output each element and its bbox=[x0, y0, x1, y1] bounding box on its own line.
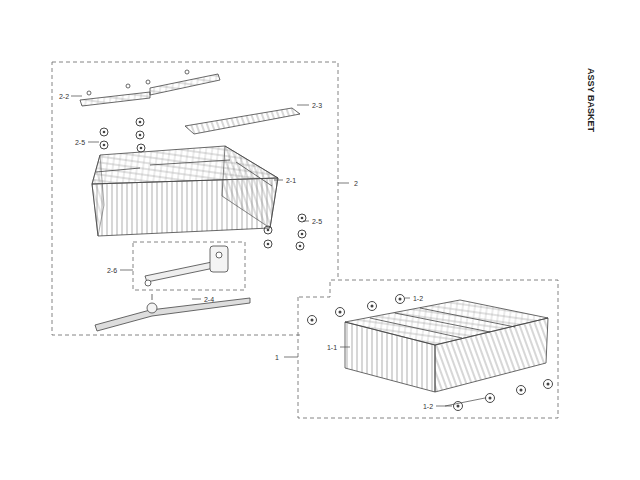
callout-number: 2 bbox=[354, 180, 358, 187]
callout-number: 1-1 bbox=[327, 344, 337, 351]
group-outline bbox=[298, 280, 558, 418]
callout-number: 2-4 bbox=[204, 296, 214, 303]
group-outline bbox=[52, 62, 338, 335]
callout-number: 2-1 bbox=[286, 177, 296, 184]
callout-number: 1-2 bbox=[423, 403, 433, 410]
diagram-title: ASSY BASKET bbox=[586, 68, 595, 132]
group-outline bbox=[133, 242, 245, 290]
callout-number: 2-5 bbox=[75, 139, 85, 146]
callout-number: 1-2 bbox=[413, 295, 423, 302]
callout-number: 2-6 bbox=[107, 267, 117, 274]
callout-number: 1 bbox=[275, 354, 279, 361]
callout-number: 2-3 bbox=[312, 102, 322, 109]
callout-number: 2-2 bbox=[59, 93, 69, 100]
callout-number: 2-5 bbox=[312, 218, 322, 225]
